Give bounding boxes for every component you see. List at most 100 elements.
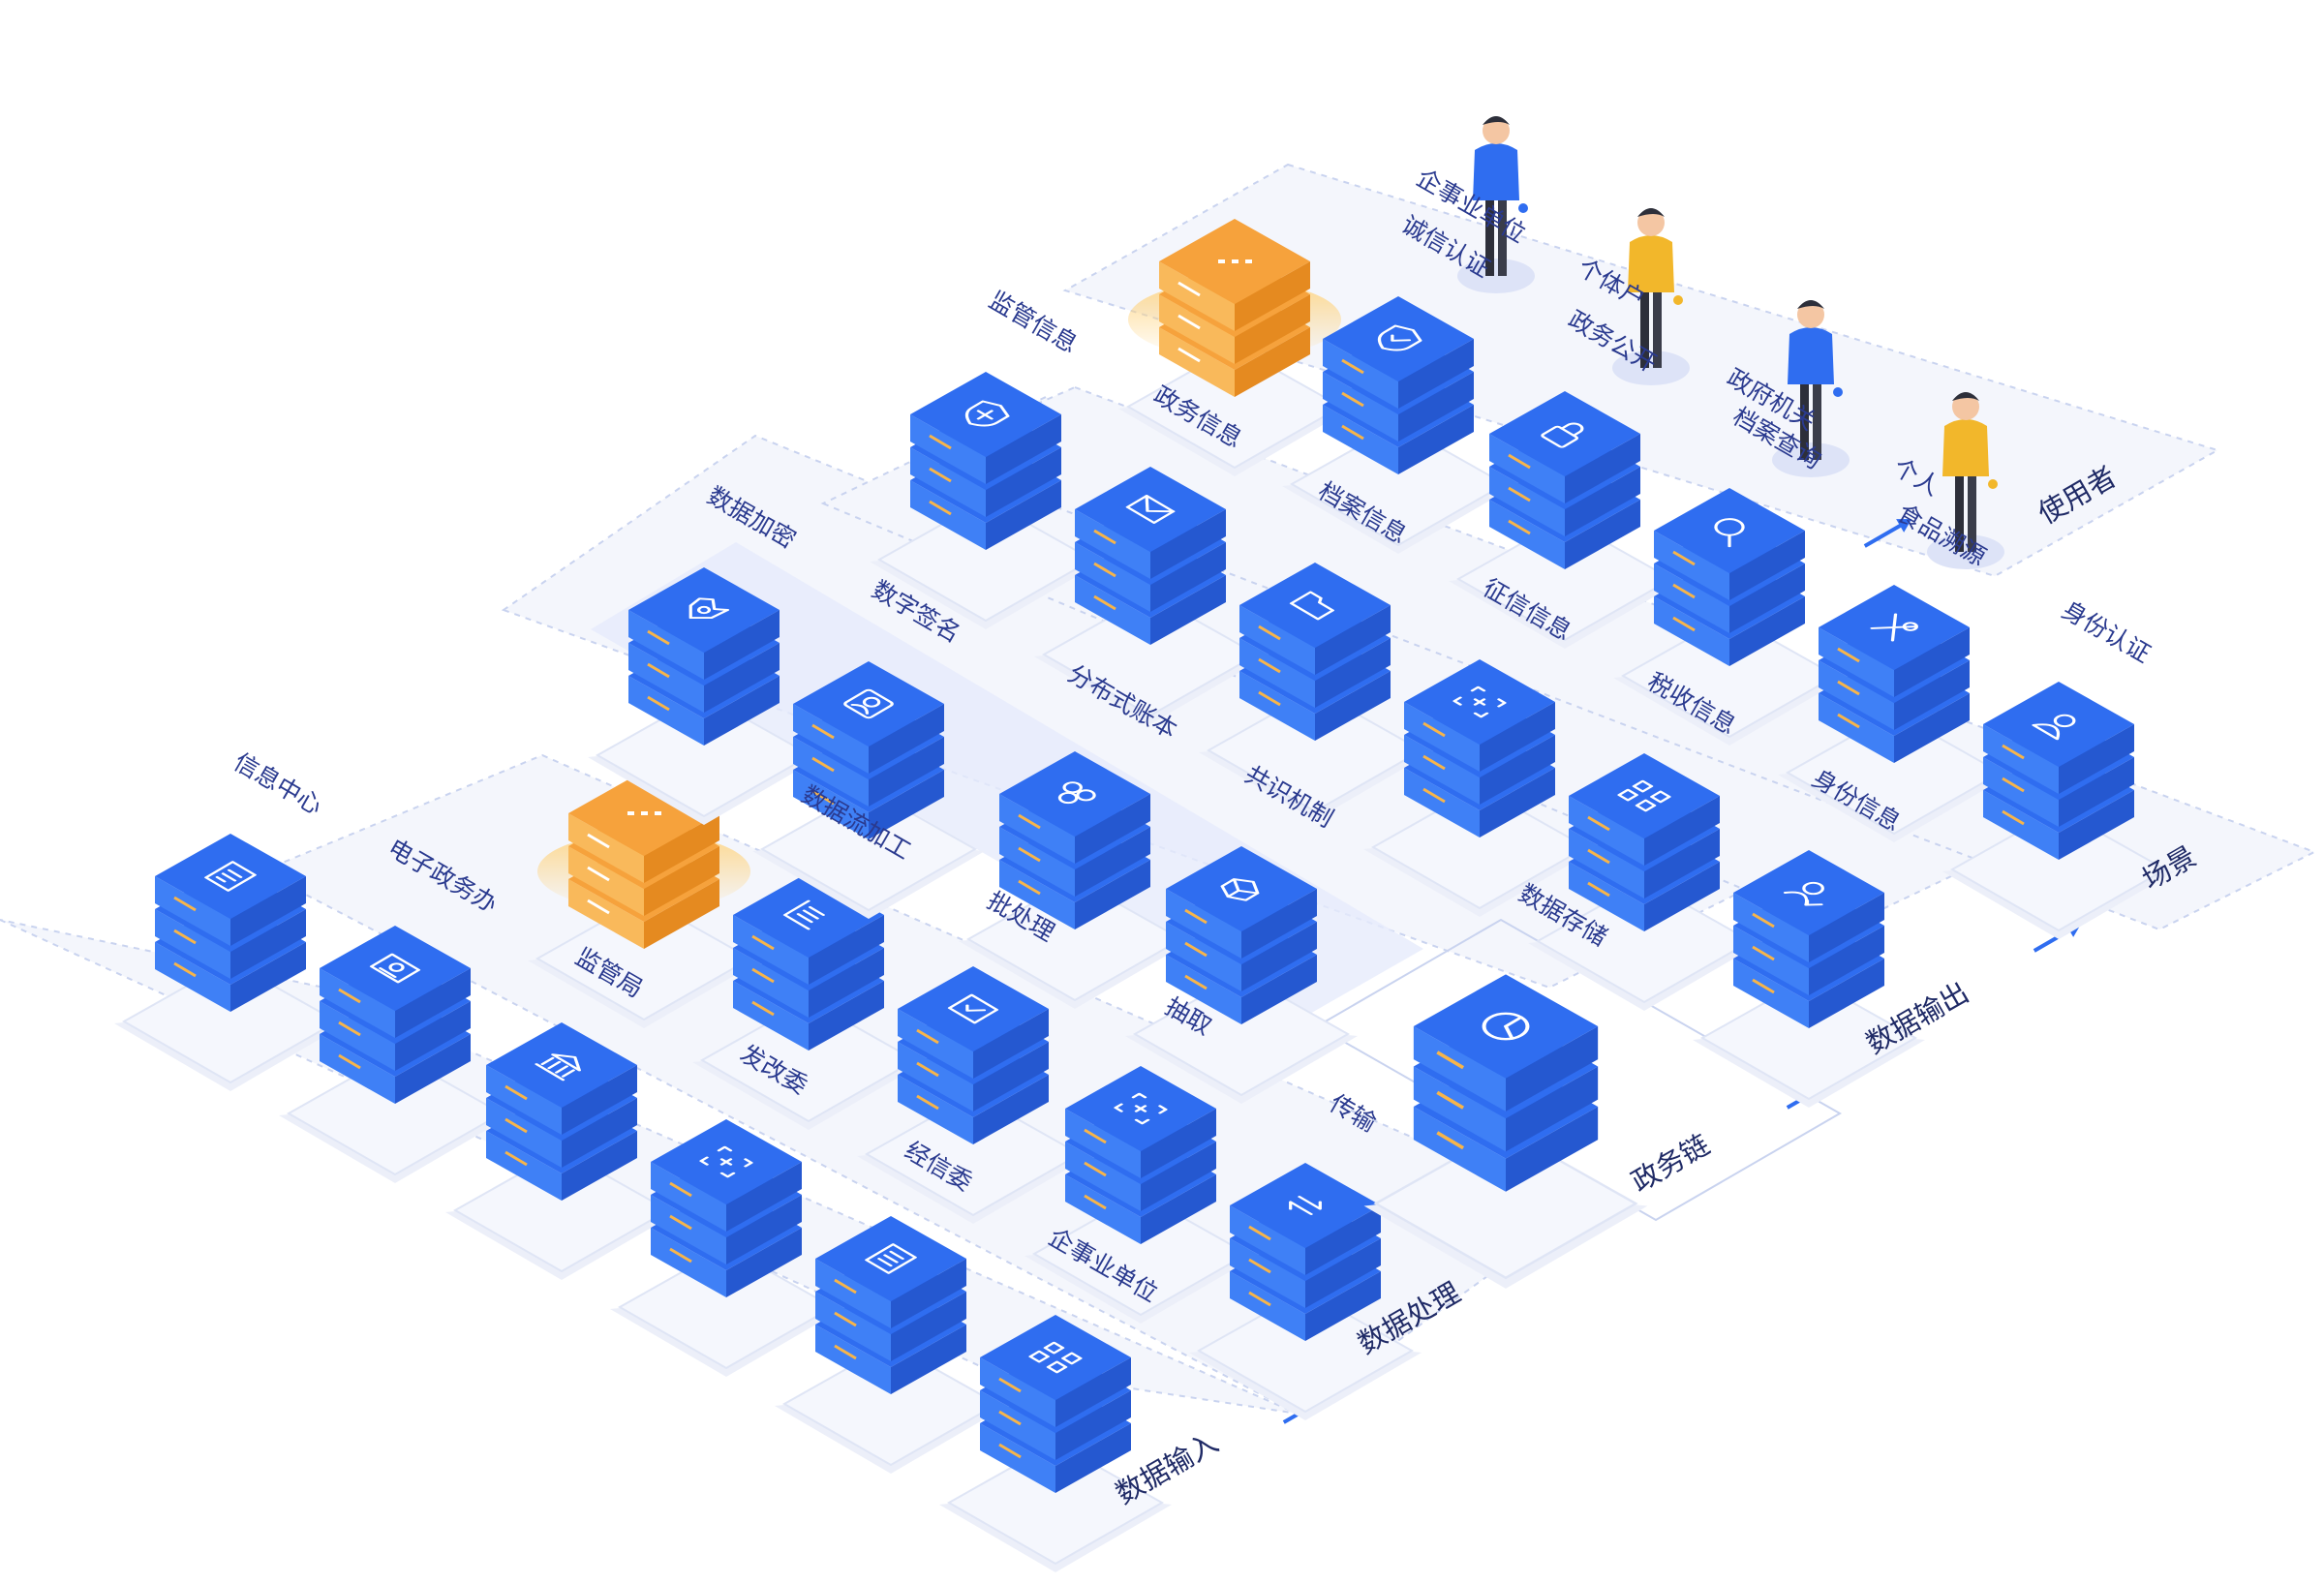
server-led [998, 1443, 1022, 1459]
server-side-right [891, 1259, 966, 1328]
server-led [1258, 657, 1281, 674]
server-side-right [891, 1325, 966, 1394]
dots-icon [1218, 259, 1252, 263]
server-led [2002, 809, 2025, 826]
server-led [1752, 912, 1775, 929]
person-figure-icon [1772, 300, 1850, 477]
server-stack-5 [775, 1216, 1007, 1474]
server-led [1248, 1258, 1271, 1274]
person-leg-left [1800, 382, 1809, 460]
server-led [1341, 424, 1364, 441]
server-led [1018, 879, 1041, 896]
server-stack-12 [752, 661, 985, 919]
server-led [1436, 1051, 1465, 1070]
server-side-left [155, 942, 230, 1012]
server-side-right [644, 879, 719, 949]
server-led [1837, 680, 1860, 696]
server-side-right [644, 813, 719, 883]
server-side-left [568, 846, 644, 916]
server-led [173, 929, 197, 945]
server-side-right [1241, 955, 1317, 1024]
server-stack-14 [1125, 846, 1358, 1104]
server-led [505, 1117, 528, 1134]
server-side-left [1323, 405, 1398, 474]
person-hair [1952, 392, 1979, 401]
server-led [1258, 690, 1281, 707]
server-side-left [1323, 339, 1398, 409]
server-stack-10 [1189, 1163, 1422, 1420]
server-led [1177, 314, 1201, 330]
server-led [1018, 846, 1041, 863]
server-side-left [320, 1034, 395, 1104]
server-led [338, 1020, 361, 1037]
person-leg-left [1955, 474, 1964, 552]
server-led [338, 1053, 361, 1070]
person-body [1788, 327, 1834, 384]
server-side-right [1315, 638, 1391, 708]
person-figure-icon [1612, 208, 1690, 385]
server-side-right [1235, 294, 1310, 364]
server-led [929, 500, 952, 516]
server-side-right [644, 846, 719, 916]
server-label: 监管信息 [985, 286, 1083, 358]
server-led [998, 1410, 1022, 1426]
person-badge [1988, 479, 1998, 489]
server-side-right [1506, 1066, 1599, 1152]
list-icon [865, 1243, 917, 1274]
server-stack-23 [1449, 391, 1681, 649]
server-side-left [155, 909, 230, 979]
server-side-left [1489, 434, 1565, 503]
seal-icon [843, 688, 894, 719]
server-side-right [1644, 862, 1720, 931]
server-top [155, 834, 306, 919]
arrow-head [1896, 519, 1912, 533]
server-side-left [1166, 955, 1241, 1024]
server-side-left [815, 1292, 891, 1361]
server-led [647, 662, 670, 679]
server-side-left [1404, 735, 1480, 805]
server-side-right [726, 1228, 802, 1297]
server-side-right [562, 1098, 637, 1168]
mail-icon [1125, 495, 1176, 524]
server-side-right [726, 1162, 802, 1232]
server-side-left [1159, 294, 1235, 364]
server-side-left [898, 1075, 973, 1144]
server-led [1508, 453, 1531, 470]
server-side-right [891, 1292, 966, 1361]
server-side-right [869, 737, 944, 807]
server-side-right [562, 1131, 637, 1201]
server-side-left [486, 1098, 562, 1168]
server-top [628, 567, 780, 653]
server-side-right [1150, 575, 1226, 645]
server-side-right [1644, 829, 1720, 899]
server-led [1837, 647, 1860, 663]
server-led [1093, 562, 1116, 578]
server-side-right [1150, 542, 1226, 612]
server-side-left [651, 1228, 726, 1297]
server-side-right [1141, 1142, 1216, 1211]
server-side-left [1239, 638, 1315, 708]
person-leg-right [1813, 382, 1821, 460]
server-side-left [1159, 261, 1235, 331]
server-side-right [230, 876, 306, 946]
server-side-right [1729, 564, 1805, 633]
server-side-right [1235, 261, 1310, 331]
server-stack-4 [610, 1119, 842, 1377]
server-side-left [628, 643, 704, 713]
server-side-left [1489, 467, 1565, 536]
person-body [1628, 235, 1674, 292]
server-side-right [1055, 1390, 1131, 1460]
server-side-right [1480, 735, 1555, 805]
server-side-right [973, 1075, 1049, 1144]
server-side-left [1413, 1106, 1506, 1192]
user-check-icon [1783, 881, 1824, 906]
server-side-left [1166, 922, 1241, 991]
server-side-left [815, 1259, 891, 1328]
scan-icon [1452, 685, 1507, 718]
server-side-left [155, 876, 230, 946]
server-led [1436, 1090, 1465, 1110]
person-hair [1483, 116, 1510, 125]
person-head [1637, 209, 1665, 236]
server-top [1489, 391, 1640, 476]
